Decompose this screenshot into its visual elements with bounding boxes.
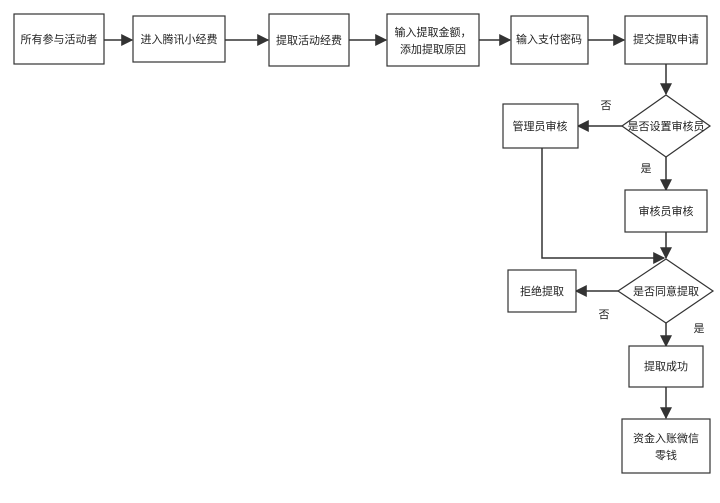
node-approve-decision: 是否同意提取 [616, 258, 715, 324]
node-input-amount: 输入提取金额， 添加提取原因 [386, 13, 480, 67]
edge-label-no-reviewer: 否 [601, 99, 612, 112]
node-input-password-label: 输入支付密码 [516, 32, 582, 46]
node-wallet: 资金入账微信 零钱 [621, 418, 711, 474]
edge-label-no-approve: 否 [599, 308, 610, 321]
node-withdraw-funds: 提取活动经费 [268, 13, 350, 67]
node-participants: 所有参与活动者 [13, 13, 105, 65]
edge-label-yes-reviewer: 是 [641, 162, 652, 175]
node-wallet-line1: 资金入账微信 [633, 431, 699, 445]
node-enter-app: 进入腾讯小经费 [132, 15, 226, 63]
node-withdraw-funds-label: 提取活动经费 [276, 34, 342, 47]
edge-admin-to-decision2 [541, 148, 666, 264]
node-input-amount-line1: 输入提取金额， [395, 25, 472, 39]
node-input-amount-line2: 添加提取原因 [400, 42, 466, 56]
node-admin-review-label: 管理员审核 [513, 119, 568, 133]
node-approve-decision-label: 是否同意提取 [633, 284, 699, 298]
node-participants-label: 所有参与活动者 [21, 32, 98, 46]
node-admin-review: 管理员审核 [502, 103, 579, 149]
node-success: 提取成功 [628, 345, 704, 388]
node-submit-request-label: 提交提取申请 [633, 32, 699, 46]
node-reject: 拒绝提取 [507, 269, 577, 313]
node-input-password: 输入支付密码 [510, 15, 589, 65]
node-has-reviewer: 是否设置审核员 [620, 94, 712, 158]
node-reviewer-review: 审核员审核 [624, 189, 708, 233]
node-reviewer-review-label: 审核员审核 [639, 204, 694, 218]
node-success-label: 提取成功 [644, 360, 688, 373]
edge-label-yes-approve: 是 [694, 322, 705, 335]
node-has-reviewer-label: 是否设置审核员 [628, 119, 705, 133]
node-reject-label: 拒绝提取 [520, 284, 564, 298]
node-submit-request: 提交提取申请 [624, 15, 708, 65]
edges [104, 34, 672, 420]
node-enter-app-label: 进入腾讯小经费 [141, 32, 218, 46]
node-wallet-line2: 零钱 [655, 448, 677, 462]
